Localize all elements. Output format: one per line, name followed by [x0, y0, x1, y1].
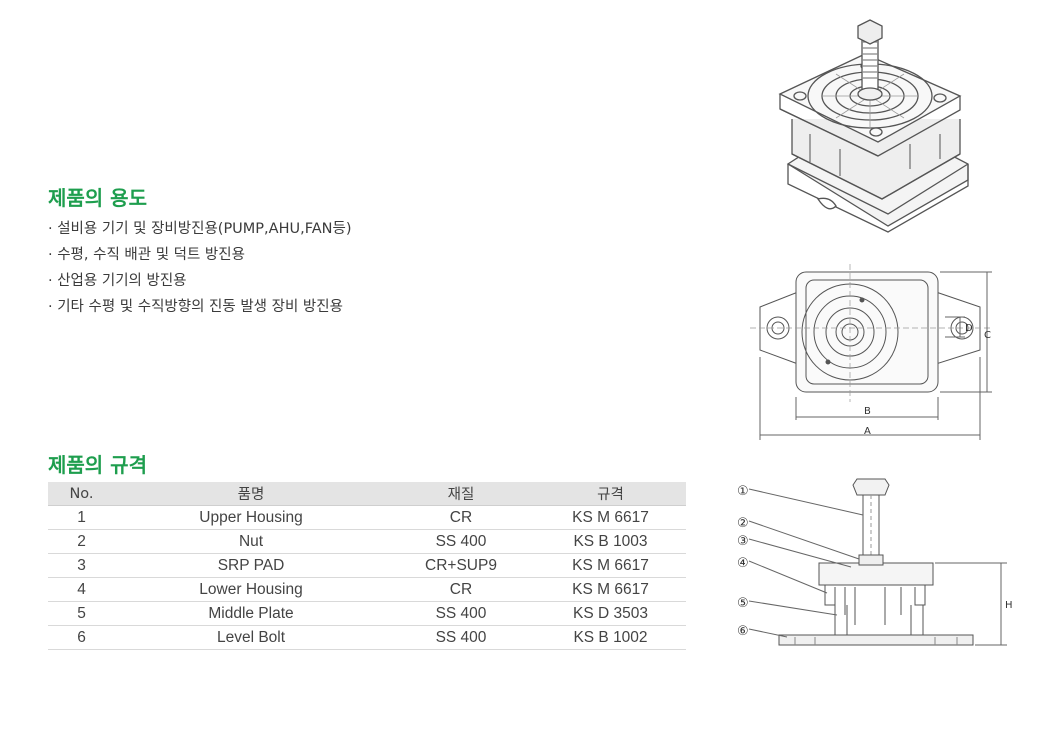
cell-material: CR — [387, 577, 535, 602]
col-name-header: 품명 — [115, 482, 387, 506]
cell-no: 6 — [48, 625, 115, 650]
usage-heading: 제품의 용도 — [48, 186, 147, 210]
cell-name: Middle Plate — [115, 601, 387, 626]
callout-3: ③ — [737, 534, 749, 549]
cell-name: Level Bolt — [115, 625, 387, 650]
table-row: 1 Upper Housing CR KS M 6617 — [48, 505, 686, 530]
cell-standard: KS B 1002 — [535, 625, 686, 650]
cell-standard: KS M 6617 — [535, 553, 686, 578]
cell-no: 1 — [48, 505, 115, 530]
cell-standard: KS M 6617 — [535, 577, 686, 602]
height-label: H — [1005, 600, 1013, 611]
cell-no: 5 — [48, 601, 115, 626]
cell-name: Upper Housing — [115, 505, 387, 530]
callout-1: ① — [737, 484, 749, 499]
cell-no: 4 — [48, 577, 115, 602]
col-material-header: 재질 — [387, 482, 535, 506]
usage-item: 설비용 기기 및 장비방진용(PUMP,AHU,FAN등) — [48, 216, 351, 242]
cell-no: 2 — [48, 529, 115, 554]
usage-item: 수평, 수직 배관 및 덕트 방진용 — [48, 242, 351, 268]
col-standard-header: 규격 — [535, 482, 686, 506]
usage-item: 산업용 기기의 방진용 — [48, 268, 351, 294]
spec-table: No. 품명 재질 규격 1 Upper Housing CR KS M 661… — [48, 482, 686, 650]
callout-5: ⑤ — [737, 596, 749, 611]
cell-standard: KS D 3503 — [535, 601, 686, 626]
cell-material: SS 400 — [387, 529, 535, 554]
callout-2: ② — [737, 516, 749, 531]
cell-material: SS 400 — [387, 625, 535, 650]
top-view-drawing: A B C D — [750, 264, 992, 440]
table-header-row: No. 품명 재질 규격 — [48, 482, 686, 506]
usage-list: 설비용 기기 및 장비방진용(PUMP,AHU,FAN등) 수평, 수직 배관 … — [48, 216, 351, 320]
cell-standard: KS M 6617 — [535, 505, 686, 530]
cell-no: 3 — [48, 553, 115, 578]
cell-name: SRP PAD — [115, 553, 387, 578]
dim-label-d: D — [965, 323, 973, 334]
col-no-header: No. — [48, 482, 115, 506]
cell-material: CR+SUP9 — [387, 553, 535, 578]
callout-6: ⑥ — [737, 624, 749, 639]
table-row: 5 Middle Plate SS 400 KS D 3503 — [48, 601, 686, 626]
table-row: 6 Level Bolt SS 400 KS B 1002 — [48, 625, 686, 650]
cell-name: Lower Housing — [115, 577, 387, 602]
cell-material: CR — [387, 505, 535, 530]
cell-name: Nut — [115, 529, 387, 554]
dim-label-c: C — [984, 330, 991, 341]
dim-label-b: B — [864, 406, 871, 417]
cell-standard: KS B 1003 — [535, 529, 686, 554]
product-3d-illustration — [778, 19, 969, 233]
spec-heading: 제품의 규격 — [48, 453, 147, 477]
table-row: 2 Nut SS 400 KS B 1003 — [48, 529, 686, 554]
dim-label-a: A — [864, 426, 871, 437]
callout-4: ④ — [737, 556, 749, 571]
usage-item: 기타 수평 및 수직방향의 진동 발생 장비 방진용 — [48, 294, 351, 320]
table-row: 4 Lower Housing CR KS M 6617 — [48, 577, 686, 602]
table-row: 3 SRP PAD CR+SUP9 KS M 6617 — [48, 553, 686, 578]
section-view-drawing: H ① ② ③ ④ ⑤ ⑥ — [737, 478, 1013, 646]
cell-material: SS 400 — [387, 601, 535, 626]
